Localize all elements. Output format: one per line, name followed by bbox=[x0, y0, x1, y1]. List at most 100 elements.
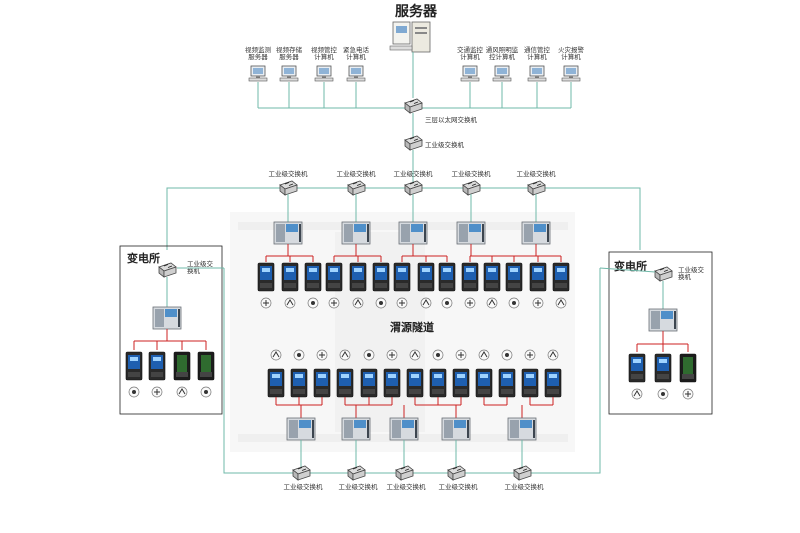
field-device-icon bbox=[420, 297, 432, 309]
server-title: 服务器 bbox=[395, 3, 438, 20]
drive-unit-icon bbox=[393, 262, 411, 292]
ring-switch-icon bbox=[527, 180, 546, 196]
ring-switch-label: 工业级交换机 bbox=[394, 169, 434, 178]
field-device-icon bbox=[657, 388, 669, 400]
field-device-icon bbox=[396, 297, 408, 309]
drive-unit-icon bbox=[429, 368, 447, 398]
computer-icon bbox=[346, 65, 366, 82]
plc-controller-icon bbox=[389, 417, 419, 441]
drive-unit-icon bbox=[406, 368, 424, 398]
plc-controller-icon bbox=[456, 221, 486, 245]
right-substation-box bbox=[608, 251, 713, 415]
plc-controller-icon bbox=[341, 221, 371, 245]
field-device-icon bbox=[316, 349, 328, 361]
drive-unit-icon bbox=[197, 351, 215, 381]
computer-label: 通信管控 bbox=[524, 45, 551, 54]
field-device-icon bbox=[260, 297, 272, 309]
plc-controller-icon bbox=[286, 417, 316, 441]
drive-unit-icon bbox=[679, 353, 697, 383]
field-device-icon bbox=[375, 297, 387, 309]
drive-unit-icon bbox=[552, 262, 570, 292]
plc-controller-icon bbox=[273, 221, 303, 245]
drive-unit-icon bbox=[372, 262, 390, 292]
drive-unit-icon bbox=[173, 351, 191, 381]
ring-switch-icon bbox=[279, 180, 298, 196]
field-device-icon bbox=[464, 297, 476, 309]
tunnel-title: 渭源隧道 bbox=[390, 320, 434, 334]
computer-icon bbox=[314, 65, 334, 82]
computer-label: 火灾报警 bbox=[558, 45, 585, 54]
computer-icon bbox=[460, 65, 480, 82]
drive-unit-icon bbox=[336, 368, 354, 398]
drive-unit-icon bbox=[529, 262, 547, 292]
field-device-icon bbox=[486, 297, 498, 309]
ring-switch-label: 工业级交换机 bbox=[452, 169, 492, 178]
computer-label: 计算机 bbox=[346, 52, 366, 61]
field-device-icon bbox=[682, 388, 694, 400]
computer-label: 视频监测 bbox=[245, 45, 272, 54]
drive-unit-icon bbox=[313, 368, 331, 398]
drive-unit-icon bbox=[304, 262, 322, 292]
left-substation-title: 变电所 bbox=[127, 251, 160, 265]
top-ring-line bbox=[166, 187, 641, 250]
plc-controller-icon bbox=[648, 308, 678, 332]
ring-switch-icon bbox=[404, 180, 423, 196]
computer-label: 控计算机 bbox=[489, 52, 516, 61]
ring-switch-label: 工业级交换机 bbox=[505, 482, 545, 491]
field-device-icon bbox=[307, 297, 319, 309]
left-substation-box bbox=[119, 245, 223, 415]
ring-switch-icon bbox=[347, 180, 366, 196]
drive-unit-icon bbox=[257, 262, 275, 292]
field-device-icon bbox=[478, 349, 490, 361]
industrial-switch-icon bbox=[404, 135, 423, 151]
ring-switch-icon bbox=[395, 465, 414, 481]
ring-switch-icon bbox=[292, 465, 311, 481]
computer-icon bbox=[561, 65, 581, 82]
plc-controller-icon bbox=[152, 306, 182, 330]
computer-icon bbox=[492, 65, 512, 82]
computer-label: 交通监控 bbox=[457, 45, 484, 54]
ring-switch-label: 工业级交换机 bbox=[439, 482, 479, 491]
ring-switch-label: 工业级交换机 bbox=[339, 482, 379, 491]
field-device-icon bbox=[501, 349, 513, 361]
field-device-icon bbox=[339, 349, 351, 361]
ring-switch-icon bbox=[447, 465, 466, 481]
computer-label: 计算机 bbox=[527, 52, 547, 61]
drive-unit-icon bbox=[383, 368, 401, 398]
connection-line bbox=[599, 267, 656, 273]
field-device-icon bbox=[631, 388, 643, 400]
industrial-switch-label: 工业级交换机 bbox=[425, 140, 465, 149]
field-device-icon bbox=[532, 297, 544, 309]
substation-switch-label: 工业级交 bbox=[187, 259, 214, 268]
computer-label: 紧急电话 bbox=[343, 45, 370, 54]
ring-switch-label: 工业级交换机 bbox=[269, 169, 309, 178]
drive-unit-icon bbox=[544, 368, 562, 398]
drive-unit-icon bbox=[325, 262, 343, 292]
computer-label: 通风照明监 bbox=[486, 45, 519, 54]
substation-switch-icon bbox=[654, 266, 673, 282]
computer-label: 计算机 bbox=[561, 52, 581, 61]
drive-unit-icon bbox=[438, 262, 456, 292]
drive-unit-icon bbox=[475, 368, 493, 398]
computer-label: 计算机 bbox=[314, 52, 334, 61]
field-device-icon bbox=[128, 386, 140, 398]
field-device-icon bbox=[293, 349, 305, 361]
drive-unit-icon bbox=[628, 353, 646, 383]
computer-label: 视频存储 bbox=[276, 45, 303, 54]
core-switch-label: 三层以太网交换机 bbox=[425, 115, 478, 124]
server-icon bbox=[389, 21, 431, 53]
ring-switch-label: 工业级交换机 bbox=[337, 169, 377, 178]
drive-unit-icon bbox=[452, 368, 470, 398]
drive-unit-icon bbox=[483, 262, 501, 292]
ring-switch-icon bbox=[462, 180, 481, 196]
field-device-icon bbox=[363, 349, 375, 361]
plc-controller-icon bbox=[341, 417, 371, 441]
drive-unit-icon bbox=[521, 368, 539, 398]
computer-icon bbox=[527, 65, 547, 82]
computer-label: 视频管控 bbox=[311, 45, 338, 54]
drive-unit-icon bbox=[360, 368, 378, 398]
drive-unit-icon bbox=[505, 262, 523, 292]
background-watermark bbox=[230, 212, 575, 452]
field-device-icon bbox=[555, 297, 567, 309]
